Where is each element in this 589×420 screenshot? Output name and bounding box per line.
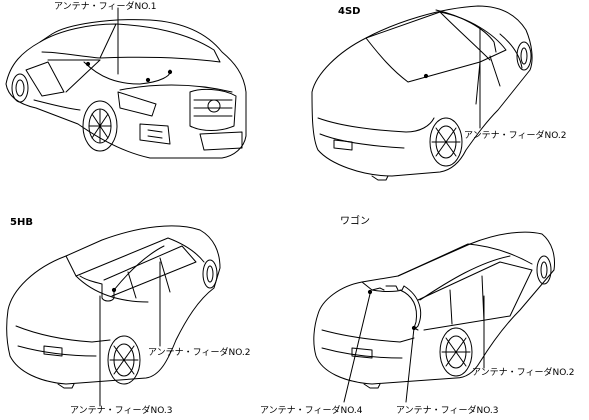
hatch-feeder-no3-label: アンテナ・フィーダNO.3 <box>70 406 173 416</box>
hatchback-header: 5HB <box>10 217 33 228</box>
hatch-feeder-no2-label: アンテナ・フィーダNO.2 <box>148 348 251 358</box>
sedan-feeder-no2-label: アンテナ・フィーダNO.2 <box>464 131 567 141</box>
wagon-feeder-no4-label: アンテナ・フィーダNO.4 <box>260 406 363 416</box>
wagon-illustration <box>313 231 555 403</box>
wagon-feeder-no2-label: アンテナ・フィーダNO.2 <box>472 368 575 378</box>
front-car-illustration <box>5 7 247 159</box>
wagon-feeder-no3-label: アンテナ・フィーダNO.3 <box>396 406 499 416</box>
sedan-header: 4SD <box>338 6 361 17</box>
hatchback-illustration <box>6 225 221 407</box>
front-feeder-no1-label: アンテナ・フィーダNO.1 <box>54 2 157 12</box>
wagon-header: ワゴン <box>340 216 370 227</box>
sedan-illustration <box>311 5 533 181</box>
